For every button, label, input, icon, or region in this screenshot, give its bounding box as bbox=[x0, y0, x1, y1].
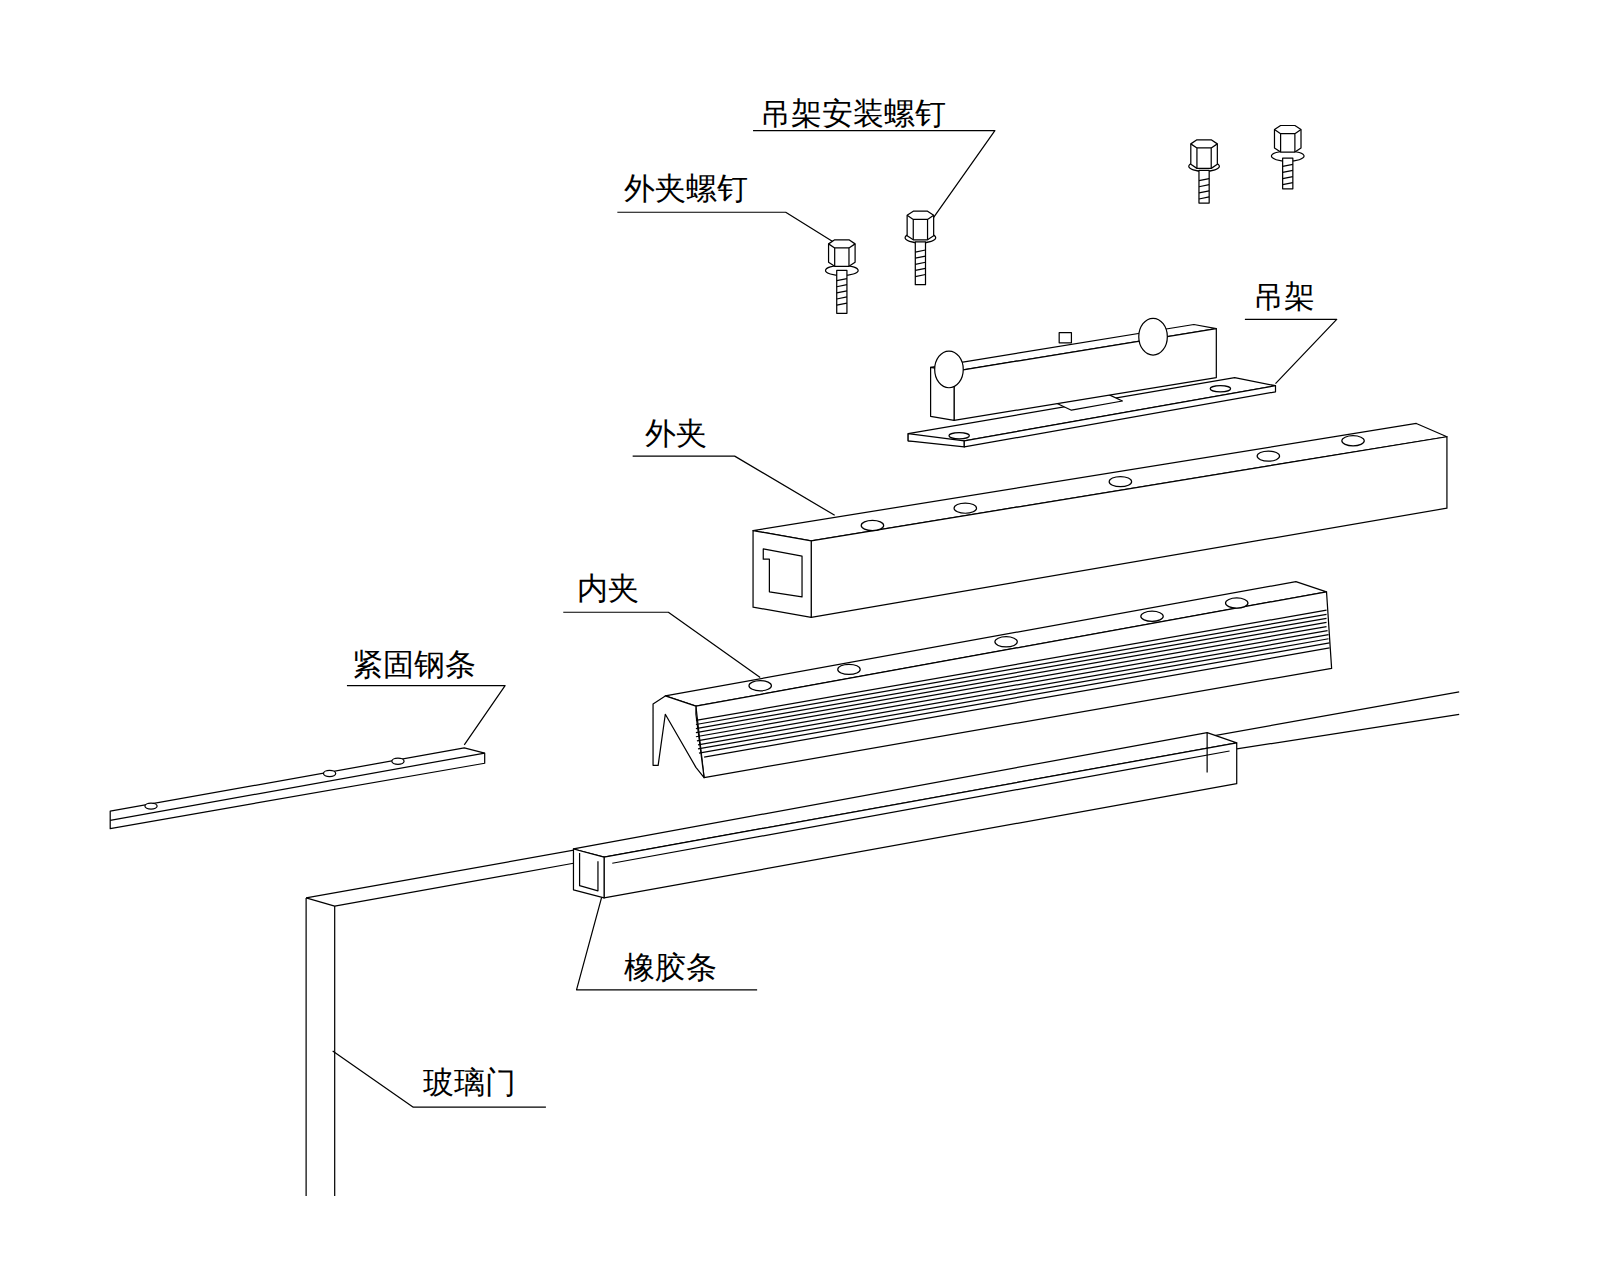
hanger bbox=[908, 318, 1275, 447]
part-label: 吊架安装螺钉 bbox=[760, 98, 946, 129]
part-label: 内夹 bbox=[577, 573, 639, 604]
part-label: 玻璃门 bbox=[423, 1067, 516, 1098]
part-label: 外夹螺钉 bbox=[624, 173, 748, 204]
part-label: 外夹 bbox=[645, 418, 707, 449]
part-label: 吊架 bbox=[1253, 281, 1315, 312]
outer-clamp bbox=[753, 423, 1447, 617]
part-label: 橡胶条 bbox=[624, 952, 717, 983]
screws bbox=[826, 126, 1305, 314]
leader-lines bbox=[333, 131, 1337, 1108]
inner-clamp bbox=[653, 582, 1332, 778]
glass-door bbox=[306, 692, 1459, 1196]
part-label: 紧固钢条 bbox=[352, 649, 476, 680]
steel-strip bbox=[110, 748, 484, 829]
rubber-strip bbox=[573, 733, 1236, 898]
